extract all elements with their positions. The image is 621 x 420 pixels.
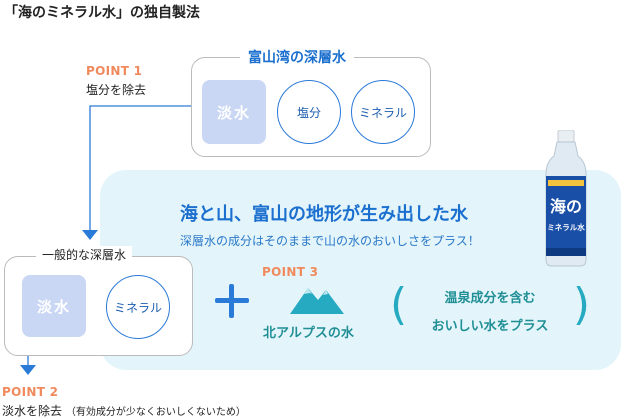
alps-water-label: 北アルプスの水 [263,326,354,341]
point1-desc: 塩分を除去 [86,83,147,97]
panel-subline: 深層水の成分はそのままで山の水のおいしさをプラス！ [180,234,480,248]
bottle-brand-text: 海の [550,197,582,216]
onsen-line-1: 温泉成分を含む [444,291,536,306]
general-fresh-water-square: 淡水 [22,275,86,337]
deep-fresh-water-square: 淡水 [202,80,266,144]
arrow-head-point2 [20,365,36,375]
point1-label: POINT 1 [86,64,143,78]
deep-mineral-circle: ミネラル [351,80,415,144]
general-mineral-circle: ミネラル [106,275,170,339]
onsen-line-2: おいしい水をプラス [431,319,549,334]
mountain-icon [290,288,344,314]
deep-salt-circle: 塩分 [277,80,341,144]
general-water-box-title: 一般的な深層水 [36,246,133,263]
bottle-name-text: ミネラル水 [547,222,585,232]
bottle-icon: 海の ミネラル水 [545,130,587,267]
deep-water-box-title: 富山湾の深層水 [240,47,354,67]
panel-headline: 海と山、富山の地形が生み出した水 [180,204,468,225]
left-paren-icon: ( [390,279,408,330]
point2-label: POINT 2 [2,385,59,399]
onsen-bracket: ( ) [390,283,590,341]
plus-icon-vertical [229,284,234,318]
right-paren-icon: ) [572,279,590,330]
point3-label: POINT 3 [262,265,319,279]
point2-desc-note: （有効成分が少なくおいしくないため） [65,407,246,418]
arrow-head-point1 [82,230,98,240]
point2-desc: 淡水を除去 [2,404,63,418]
page-title: 「海のミネラル水」の独自製法 [4,5,200,21]
arrow-line-point1 [89,105,191,232]
point2-desc-wrap: 淡水を除去 （有効成分が少なくおいしくないため） [2,402,246,419]
